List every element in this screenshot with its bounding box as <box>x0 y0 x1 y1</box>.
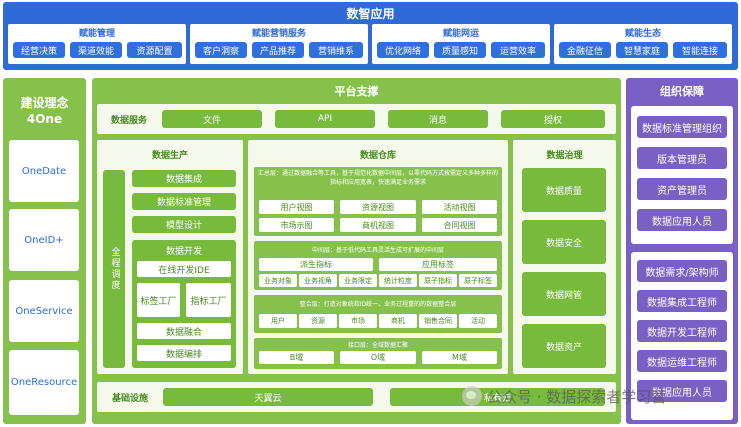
wechat-icon <box>462 386 482 406</box>
middle-item-business-view[interactable]: 业务视角 <box>299 274 337 287</box>
dev-item-tag-factory[interactable]: 标签工厂 <box>137 283 180 317</box>
services-label: 数据服务 <box>110 115 147 126</box>
summary-layer-desc: 汇总层：通过数据融合等工具，基于规范化数据中间层，以零代码方式按需定义多种多样的… <box>258 170 499 186</box>
org2-item-2[interactable]: 数据集成工程师 <box>637 290 727 312</box>
left-subtitle: 4One <box>26 112 63 126</box>
top-group-2-title: 赋能营销服务 <box>251 28 306 39</box>
org2-item-5[interactable]: 数据应用人员 <box>637 380 727 402</box>
org2-item-1[interactable]: 数据需求/架构师 <box>637 260 727 282</box>
top-title: 数智应用 <box>346 6 395 21</box>
middle-item-derived-metric[interactable]: 派生指标 <box>259 258 373 271</box>
dev-item-orchestration[interactable]: 数据编排 <box>137 345 231 361</box>
integration-item-activity[interactable]: 活动 <box>459 314 497 328</box>
interface-item-m[interactable]: M域 <box>422 351 497 364</box>
left-item-onedate[interactable]: OneDate <box>9 140 79 202</box>
top-group-3-title: 赋能网运 <box>442 28 479 39</box>
production-title: 数据生产 <box>151 150 188 161</box>
gov-item-quality[interactable]: 数据质量 <box>522 168 606 212</box>
integration-item-resource[interactable]: 资源 <box>299 314 337 328</box>
gov-item-security[interactable]: 数据安全 <box>522 220 606 264</box>
integration-item-opportunity[interactable]: 商机 <box>379 314 417 328</box>
top-group-4-title: 赋能生态 <box>624 28 661 39</box>
middle-item-atomic-metric[interactable]: 原子指标 <box>419 274 457 287</box>
middle-item-app-tag[interactable]: 应用标签 <box>379 258 497 271</box>
dev-item-ide[interactable]: 在线开发IDE <box>137 261 231 277</box>
interface-layer-desc: 接口层：全域数据汇聚 <box>347 342 408 349</box>
top-group-2-item-2[interactable]: 产品推荐 <box>252 42 304 58</box>
service-api[interactable]: API <box>275 110 375 128</box>
left-item-oneservice[interactable]: OneService <box>9 280 79 342</box>
integration-item-user[interactable]: 用户 <box>259 314 297 328</box>
dev-item-fusion[interactable]: 数据融合 <box>137 323 231 339</box>
org1-item-1[interactable]: 数据标准管理组织 <box>637 116 727 138</box>
top-group-4-item-3[interactable]: 智能连接 <box>673 42 727 58</box>
middle-item-atomic-tag[interactable]: 原子标签 <box>459 274 497 287</box>
dev-item-metric-factory[interactable]: 指标工厂 <box>186 283 231 317</box>
top-group-3-item-2[interactable]: 质量感知 <box>434 42 486 58</box>
interface-item-b[interactable]: B域 <box>259 351 334 364</box>
wechat-icon-bubble <box>466 391 476 399</box>
summary-item-opportunity-view[interactable]: 商机视图 <box>340 218 416 232</box>
interface-item-o[interactable]: O域 <box>340 351 416 364</box>
governance-title: 数据治理 <box>546 150 583 161</box>
top-group-1-title: 赋能管理 <box>78 28 115 39</box>
top-group-4-item-2[interactable]: 智慧家庭 <box>616 42 668 58</box>
left-item-oneid[interactable]: OneID+ <box>9 209 79 271</box>
prod-item-standard[interactable]: 数据标准管理 <box>132 193 236 210</box>
integration-item-sales-contract[interactable]: 销售合同 <box>419 314 457 328</box>
org1-item-3[interactable]: 资产管理员 <box>637 178 727 200</box>
prod-item-model[interactable]: 模型设计 <box>132 216 236 233</box>
org2-item-4[interactable]: 数据运维工程师 <box>637 350 727 372</box>
top-group-4-item-1[interactable]: 金融征信 <box>559 42 611 58</box>
production-vertical: 全程调度 <box>103 170 125 368</box>
integration-layer-desc: 整合层：打造对象统和ID统一、业务过程重的的数据整合层 <box>299 300 457 308</box>
infra-label: 基础设施 <box>111 393 148 404</box>
summary-item-contract-view[interactable]: 合同视图 <box>422 218 497 232</box>
top-group-1-item-1[interactable]: 经营决策 <box>13 42 65 58</box>
middle-item-granularity[interactable]: 统计粒度 <box>379 274 417 287</box>
watermark: 公众号 · 数据探索者学习营 <box>462 384 738 408</box>
org1-item-2[interactable]: 版本管理员 <box>637 147 727 169</box>
service-message[interactable]: 消息 <box>388 110 488 128</box>
top-group-1-item-2[interactable]: 渠道效能 <box>70 42 122 58</box>
prod-item-integration[interactable]: 数据集成 <box>132 170 236 187</box>
middle-item-business-object[interactable]: 业务对象 <box>259 274 297 287</box>
middle-layer-desc: 中间层：基于低代码工具灵活生成可扩展的中间层 <box>311 246 444 254</box>
org1-item-4[interactable]: 数据应用人员 <box>637 209 727 231</box>
service-file[interactable]: 文件 <box>162 110 262 128</box>
top-group-2-item-3[interactable]: 营销维系 <box>309 42 363 58</box>
gov-item-network[interactable]: 数据网管 <box>522 272 606 316</box>
infra-tianyi-cloud[interactable]: 天翼云 <box>163 388 373 406</box>
left-item-oneresource[interactable]: OneResource <box>9 350 79 415</box>
watermark-text: 公众号 · 数据探索者学习营 <box>487 387 667 406</box>
integration-item-market[interactable]: 市场 <box>339 314 377 328</box>
warehouse-title: 数据仓库 <box>359 150 396 161</box>
middle-item-business-limit[interactable]: 业务限定 <box>339 274 377 287</box>
top-group-2-item-1[interactable]: 客户洞察 <box>195 42 247 58</box>
org2-item-3[interactable]: 数据开发工程师 <box>637 320 727 342</box>
left-title: 建设理念 <box>20 95 69 110</box>
summary-item-activity-view[interactable]: 活动视图 <box>422 200 497 214</box>
org-title: 组织保障 <box>660 85 704 98</box>
infra-private-cloud[interactable]: 私有云 <box>390 388 605 406</box>
production-vertical-text: 全程调度 <box>109 247 120 291</box>
platform-title: 平台支撑 <box>334 85 379 98</box>
gov-item-assets[interactable]: 数据资产 <box>522 324 606 368</box>
summary-item-user-view[interactable]: 用户视图 <box>259 200 334 214</box>
dev-title: 数据开发 <box>165 246 202 257</box>
summary-item-market-view[interactable]: 市场示图 <box>259 218 334 232</box>
top-group-3-item-1[interactable]: 优化网络 <box>377 42 429 58</box>
summary-item-resource-view[interactable]: 资源视图 <box>340 200 416 214</box>
top-group-1-item-3[interactable]: 资源配置 <box>127 42 182 58</box>
top-group-3-item-3[interactable]: 运营效率 <box>491 42 545 58</box>
service-auth[interactable]: 授权 <box>501 110 605 128</box>
